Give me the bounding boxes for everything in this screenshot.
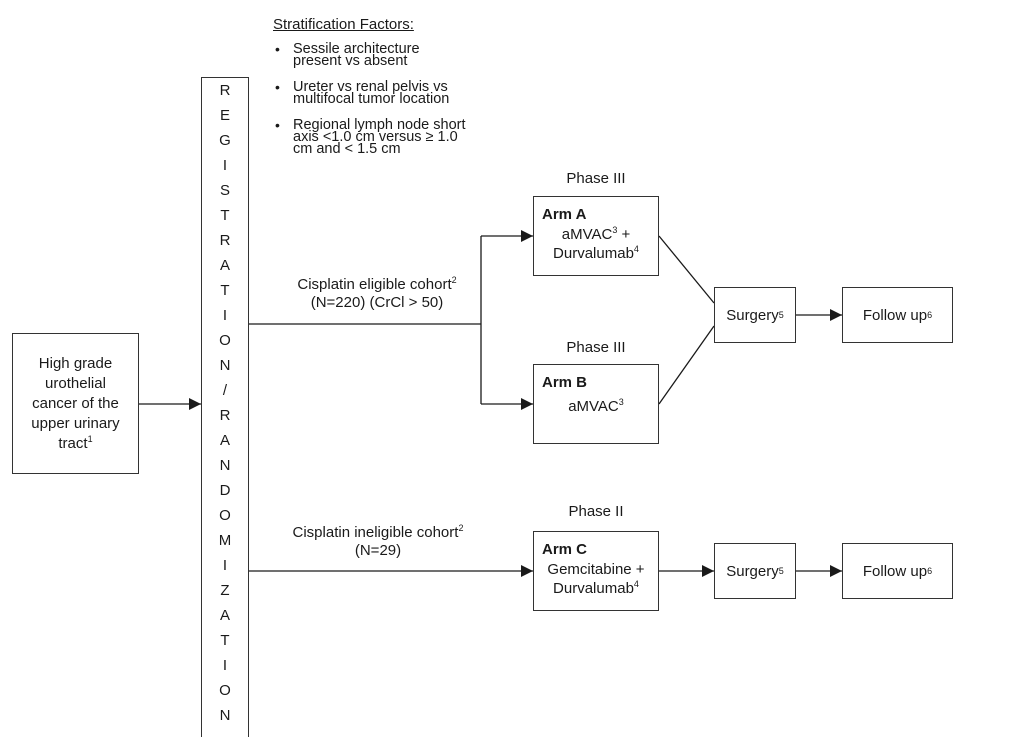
arm-c-title: Arm C <box>542 541 588 558</box>
arm-b-box: Arm B aMVAC3 <box>533 364 659 444</box>
eligible-line1: Cisplatin eligible cohort2 <box>297 275 457 294</box>
stratification-item: Sessile architecture present vs absent <box>273 41 466 69</box>
arm-a-line2: Durvalumab4 <box>553 244 639 263</box>
arm-a-title: Arm A <box>542 206 587 223</box>
population-line: tract1 <box>58 433 93 452</box>
population-line: upper urinary <box>31 414 120 432</box>
phase-label-arm-b: Phase III <box>566 339 626 356</box>
population-line: High grade <box>38 354 113 372</box>
registration-letter: A <box>219 607 230 624</box>
registration-letter: I <box>222 157 228 174</box>
registration-letter: A <box>219 257 230 274</box>
ineligible-line1: Cisplatin ineligible cohort2 <box>292 523 464 542</box>
stratification-line: axis <1.0 cm versus ≥ 1.0 <box>293 129 458 145</box>
arm-b-line1: aMVAC3 <box>568 397 624 416</box>
registration-letter: T <box>220 632 230 649</box>
follow-up-label: Follow up <box>862 562 928 580</box>
registration-letter: G <box>219 132 231 149</box>
stratification-item: Ureter vs renal pelvis vs multifocal tum… <box>273 79 466 107</box>
registration-letter: Z <box>220 582 230 599</box>
stratification-line: Regional lymph node short <box>293 117 466 133</box>
population-box: High grade urothelial cancer of the uppe… <box>12 333 139 474</box>
stratification-list: Sessile architecture present vs absent U… <box>273 41 466 157</box>
arm-c-line2: Durvalumab4 <box>553 579 639 598</box>
arm-a-box: Arm A aMVAC3 + Durvalumab4 <box>533 196 659 276</box>
population-line: urothelial <box>45 374 106 392</box>
stratification-line: cm and < 1.5 cm <box>293 141 401 157</box>
arm-c-box: Arm C Gemcitabine + Durvalumab4 <box>533 531 659 611</box>
stratification-line: Sessile architecture <box>293 41 420 57</box>
stratification-factors: Stratification Factors: Sessile architec… <box>273 16 466 169</box>
ineligible-cohort-label: Cisplatin ineligible cohort2 (N=29) <box>268 523 488 560</box>
registration-letter: N <box>219 457 231 474</box>
phase-label-arm-c: Phase II <box>568 503 624 520</box>
registration-letter: T <box>220 282 230 299</box>
surgery-label: Surgery <box>726 562 779 580</box>
follow-up-label: Follow up <box>862 306 928 324</box>
arm-b-title: Arm B <box>542 374 588 391</box>
stratification-line: multifocal tumor location <box>293 91 450 107</box>
registration-letter: S <box>219 182 230 199</box>
eligible-line2: (N=220) (CrCl > 50) <box>310 294 444 311</box>
registration-letter: T <box>220 207 230 224</box>
registration-letter: O <box>219 332 231 349</box>
arm-a-line1: aMVAC3 + <box>561 225 631 244</box>
stratification-line: Ureter vs renal pelvis vs <box>293 79 448 95</box>
registration-letter: R <box>219 232 231 249</box>
stratification-item: Regional lymph node short axis <1.0 cm v… <box>273 117 466 157</box>
registration-letter: / <box>222 382 228 399</box>
registration-letter: R <box>219 82 231 99</box>
registration-letter: N <box>219 707 231 724</box>
population-line: cancer of the <box>32 394 119 412</box>
stratification-line: present vs absent <box>293 53 408 69</box>
arm-b-to-surgery <box>658 325 715 405</box>
registration-letter: I <box>222 557 228 574</box>
arm-a-to-surgery <box>658 235 715 304</box>
arm-c-treatment: Gemcitabine + Durvalumab4 <box>534 560 658 598</box>
surgery-label: Surgery <box>726 306 779 324</box>
registration-letter: M <box>218 532 232 549</box>
registration-letter: I <box>222 657 228 674</box>
registration-letter: E <box>219 107 230 124</box>
population-text: High grade urothelial cancer of the uppe… <box>31 354 119 454</box>
registration-letter: A <box>219 432 230 449</box>
registration-letter: R <box>219 407 231 424</box>
registration-letter: I <box>222 307 228 324</box>
arm-b-treatment: aMVAC3 <box>534 397 658 416</box>
stratification-title: Stratification Factors: <box>273 16 414 33</box>
registration-letter: O <box>219 682 231 699</box>
arm-a-treatment: aMVAC3 + Durvalumab4 <box>534 225 658 263</box>
registration-letter: O <box>219 507 231 524</box>
eligible-cohort-label: Cisplatin eligible cohort2 (N=220) (CrCl… <box>262 275 492 312</box>
ineligible-line2: (N=29) <box>354 542 402 559</box>
registration-letter: N <box>219 357 231 374</box>
registration-letter: D <box>219 482 231 499</box>
phase-label-arm-a: Phase III <box>566 170 626 187</box>
arm-c-line1: Gemcitabine + <box>547 561 645 578</box>
